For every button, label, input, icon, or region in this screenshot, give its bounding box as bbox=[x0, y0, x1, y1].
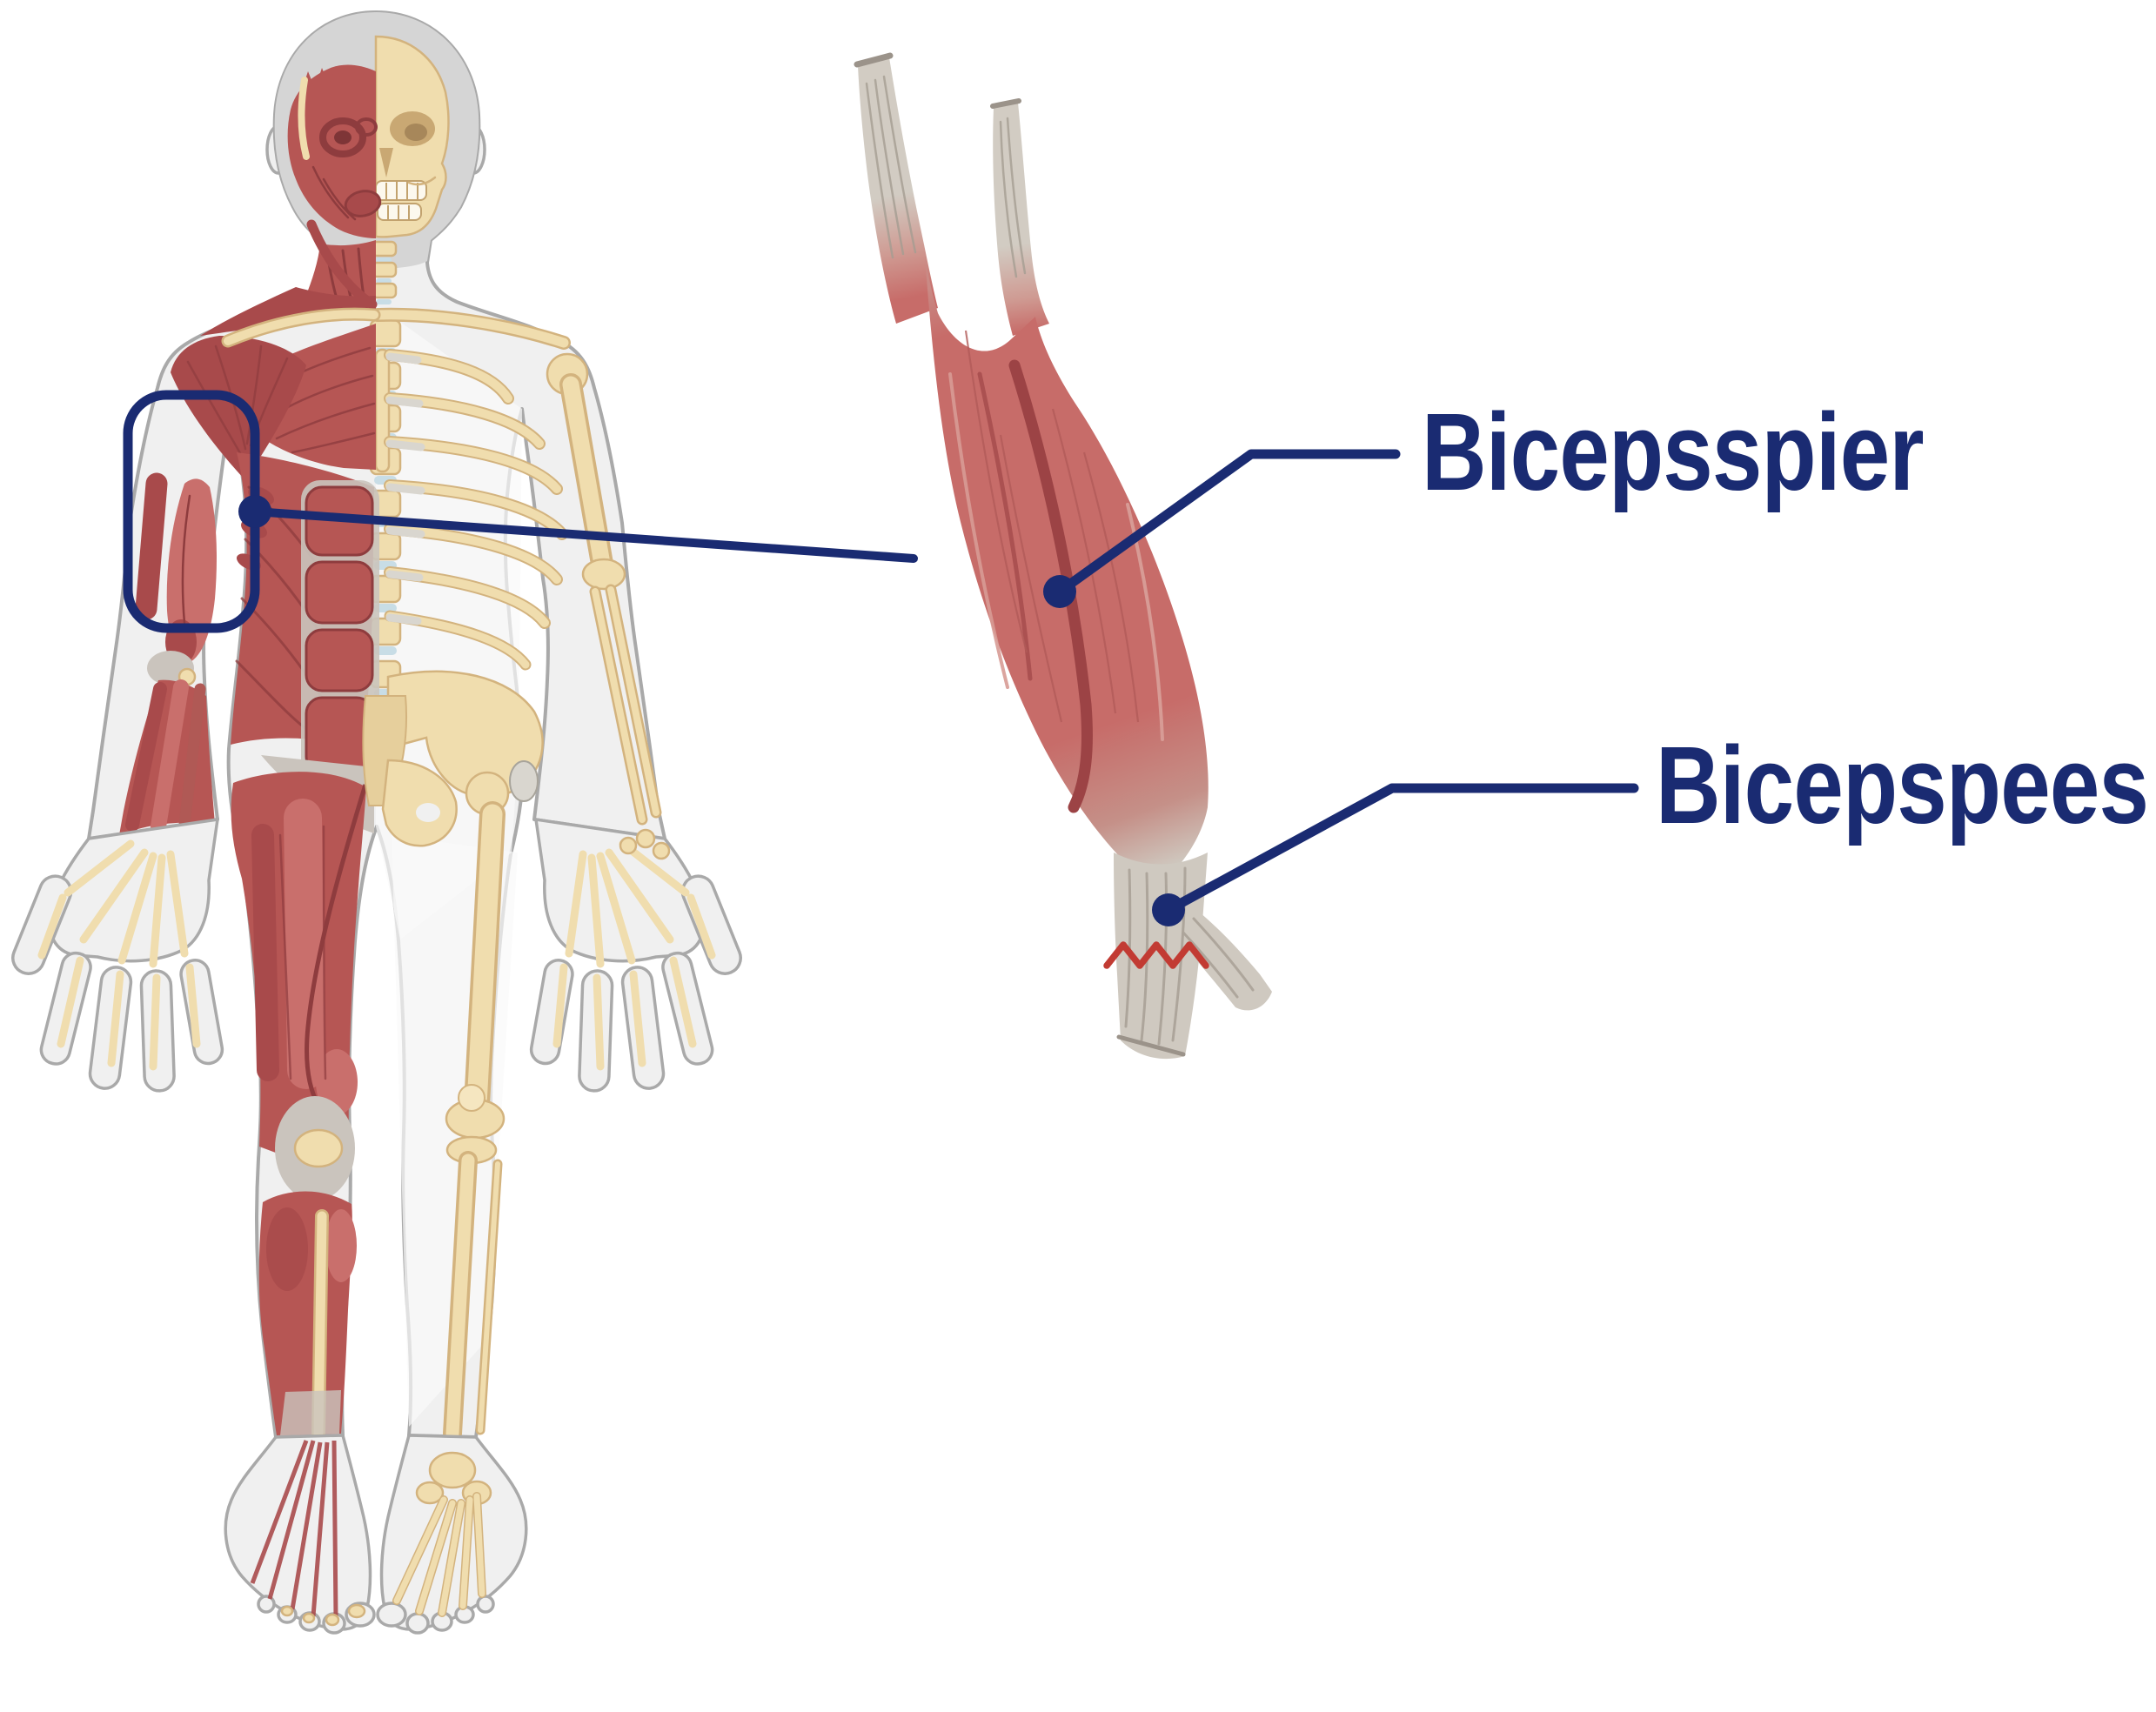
nasal-opening bbox=[379, 148, 393, 177]
left-foot-tendons bbox=[250, 1440, 338, 1619]
elbow-condyle bbox=[581, 558, 626, 591]
callout-line-bicepsspier bbox=[1055, 449, 1401, 597]
ulna bbox=[592, 588, 646, 823]
greater-trochanter bbox=[509, 760, 539, 802]
eye-socket-shadow bbox=[405, 124, 427, 141]
biceps-brachii-body bbox=[166, 478, 217, 663]
right-clavicle bbox=[372, 310, 569, 348]
ankle-fascia bbox=[280, 1390, 341, 1435]
left-hand-bones bbox=[37, 839, 201, 1071]
forearm-strip-2 bbox=[151, 679, 189, 834]
right-foot-bones bbox=[392, 1451, 492, 1617]
cervical-spine bbox=[371, 240, 398, 304]
long-head-tendon bbox=[858, 57, 938, 324]
gastrocnemius-medial bbox=[325, 1209, 357, 1282]
patella bbox=[293, 1128, 344, 1168]
anatomical-half-muscle-half-skeleton-figure bbox=[11, 10, 742, 1635]
right-thumb bbox=[680, 874, 742, 975]
rib-cartilage bbox=[385, 352, 425, 625]
muscle-half bbox=[119, 64, 382, 1441]
pelvis-and-leg-bones bbox=[362, 670, 544, 1443]
tendon-bottom-edge bbox=[1116, 1034, 1186, 1057]
eye-muscle-ring-2 bbox=[355, 117, 378, 137]
sternum bbox=[374, 348, 391, 473]
tear-zigzag-icon bbox=[1103, 941, 1209, 969]
tibia bbox=[445, 1154, 475, 1441]
left-foot bbox=[224, 1434, 376, 1635]
callout-line-body-to-muscle bbox=[251, 507, 918, 563]
fibula bbox=[478, 1161, 500, 1433]
label-bicepspees: Bicepspees bbox=[1656, 724, 2149, 847]
rib-cage bbox=[384, 349, 568, 671]
forearm-strip-3 bbox=[178, 683, 206, 831]
callout-dot-body bbox=[238, 495, 271, 528]
gastrocnemius-lateral bbox=[266, 1207, 308, 1291]
radius bbox=[607, 586, 660, 816]
biceps-muscle-illustration bbox=[854, 52, 1272, 1060]
right-hand bbox=[529, 817, 742, 1093]
triceps bbox=[135, 472, 168, 620]
skeleton-half bbox=[369, 35, 662, 826]
deltoid bbox=[171, 336, 306, 480]
femur bbox=[466, 804, 503, 1115]
tendon-fold-lines bbox=[865, 75, 1027, 278]
right-hand-bones bbox=[552, 839, 716, 1071]
left-thumb bbox=[11, 874, 73, 975]
mouth-muscle-ring bbox=[344, 190, 382, 217]
rectus-abdominis bbox=[305, 485, 374, 774]
callout-dot-bicepsspier bbox=[1043, 575, 1076, 608]
tendon-cut-edge-2 bbox=[990, 98, 1021, 109]
callouts bbox=[123, 390, 1639, 926]
trapezius bbox=[200, 287, 376, 336]
vastus-lateralis bbox=[251, 824, 279, 1081]
temporal-bone-sliver bbox=[298, 77, 310, 160]
forearm-strip-1 bbox=[125, 682, 167, 832]
pubis bbox=[381, 759, 458, 847]
teeth-lines bbox=[385, 181, 418, 220]
right-foot bbox=[376, 1434, 528, 1635]
tendon-cut-edge-1 bbox=[854, 52, 894, 68]
short-head-tendon bbox=[993, 103, 1049, 336]
patella-right bbox=[458, 1084, 485, 1112]
sartorius bbox=[305, 784, 368, 1110]
left-hand bbox=[11, 817, 224, 1093]
scalp-muscle-fringe bbox=[301, 66, 376, 103]
obturator-foramen bbox=[416, 803, 440, 822]
callout-line-bicepspees bbox=[1163, 783, 1639, 915]
left-clavicle bbox=[224, 310, 378, 345]
label-bicepsspier: Bicepsspier bbox=[1422, 391, 1925, 514]
eye-muscle-ring bbox=[319, 117, 366, 157]
cheekbone-line bbox=[407, 176, 437, 186]
callout-dot-bicepspees bbox=[1152, 893, 1185, 926]
eye-center bbox=[334, 130, 352, 144]
